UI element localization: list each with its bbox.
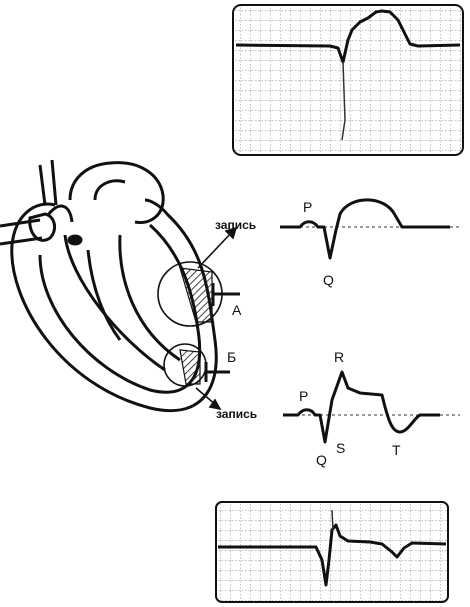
vena-cava — [38, 159, 58, 206]
top-ecg-schematic: P Q — [280, 198, 460, 288]
bottom-ecg-trace — [283, 370, 440, 444]
wave-p-bottom: P — [299, 388, 308, 404]
record-arrows — [195, 226, 238, 411]
electrode-b-region: Б — [163, 343, 236, 387]
wave-q-top: Q — [323, 272, 334, 288]
bottom-recording-trace — [218, 523, 447, 587]
wave-p-top: P — [303, 199, 312, 215]
record-label-top: запись — [215, 218, 256, 232]
aorta — [68, 161, 165, 225]
wave-r: R — [334, 349, 344, 365]
top-recording-panel — [232, 4, 464, 156]
bottom-recording-frame — [215, 501, 449, 603]
electrode-b-hatch — [179, 349, 201, 385]
bottom-ecg-schematic: P R Q S T — [283, 349, 460, 468]
wave-s: S — [336, 440, 345, 456]
heart-illustration — [0, 159, 218, 413]
wave-t: T — [392, 442, 401, 458]
electrode-b-probe — [204, 362, 230, 382]
top-recording-trace — [235, 9, 461, 64]
bottom-recording-panel — [215, 501, 449, 603]
electrode-a-probe — [211, 283, 240, 306]
record-label-bottom: запись — [216, 407, 257, 421]
electrode-a-region: А — [157, 261, 242, 327]
electrode-a-label: А — [232, 302, 242, 318]
electrode-a-hatch — [179, 267, 213, 323]
top-recording-frame — [232, 4, 464, 156]
wave-q-bottom: Q — [316, 452, 327, 468]
top-ecg-trace — [280, 198, 450, 260]
heart-outer-wall — [10, 198, 218, 413]
electrode-b-label: Б — [227, 349, 236, 365]
